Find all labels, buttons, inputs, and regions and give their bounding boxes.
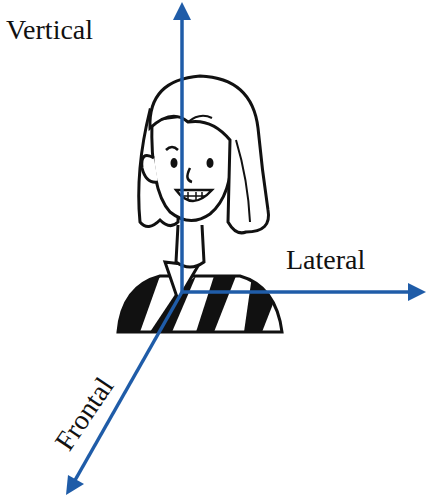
axis-label: Frontal <box>50 373 118 456</box>
person-features <box>166 147 214 201</box>
person-ear <box>142 156 158 183</box>
axis-label: Vertical <box>6 16 93 44</box>
person-neck <box>176 225 204 267</box>
person-shoulders <box>118 262 284 332</box>
axis-arrows <box>66 2 426 495</box>
axis-label: Lateral <box>286 246 365 274</box>
person-hair-top <box>150 76 269 233</box>
